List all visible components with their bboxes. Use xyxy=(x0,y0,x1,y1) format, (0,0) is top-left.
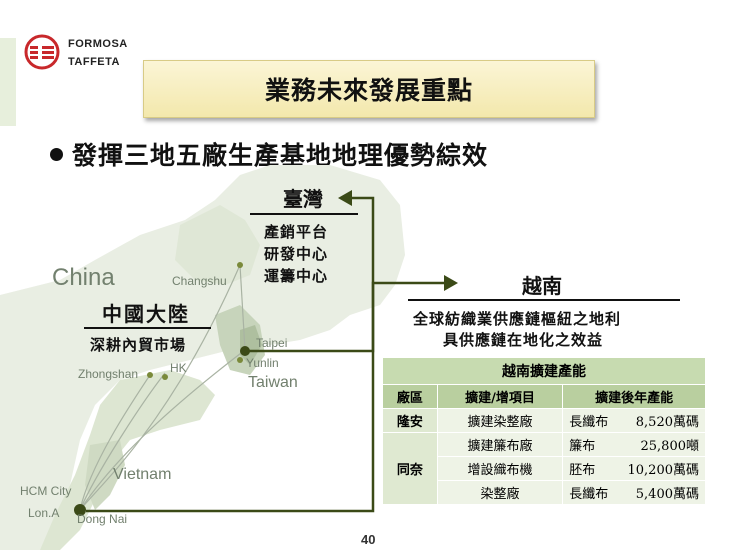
taiwan-item-2: 研發中心 xyxy=(264,245,329,263)
logo-text-line1: FORMOSA xyxy=(68,38,128,50)
vietnam-item-2: 具供應鏈在地化之效益 xyxy=(443,331,604,349)
china-underline xyxy=(84,327,211,329)
table-cell-product: 長纖布 xyxy=(569,487,609,502)
table-header-item: 擴建/增項目 xyxy=(436,384,564,409)
taiwan-item-1: 產銷平台 xyxy=(264,223,329,241)
changshu-dot xyxy=(237,262,243,268)
china-title: 中國大陸 xyxy=(102,302,190,326)
map-label-dongnai: Dong Nai xyxy=(77,512,127,526)
map-label-vietnam: Vietnam xyxy=(113,466,171,483)
capacity-table: 越南擴建產能 廠區 擴建/增項目 擴建後年產能 隆安 擴建染整廠 長纖布 8,5… xyxy=(382,357,706,505)
table-header-site: 廠區 xyxy=(382,384,438,409)
table-cell-product: 胚布 xyxy=(569,463,596,478)
table-cell-product: 簾布 xyxy=(569,439,596,454)
table-cell-site: 隆安 xyxy=(382,408,438,433)
vietnam-item-1: 全球紡織業供應鏈樞紐之地利 xyxy=(413,310,622,328)
table-cell-site: 同奈 xyxy=(382,432,438,505)
map-label-hk: HK xyxy=(170,361,187,375)
taiwan-item-3: 運籌中心 xyxy=(264,267,329,285)
map-label-yunlin: Yunlin xyxy=(246,356,279,370)
table-cell-product: 長纖布 xyxy=(569,415,609,430)
vietnam-dot xyxy=(74,504,86,516)
china-item-1: 深耕內貿市場 xyxy=(90,336,187,354)
table-cell-capacity: 簾布 25,800噸 xyxy=(562,432,706,457)
map-label-taiwan: Taiwan xyxy=(248,374,298,391)
page-number: 40 xyxy=(361,532,376,547)
logo-mark-icon xyxy=(24,34,60,70)
table-cell-amount: 8,520萬碼 xyxy=(635,415,699,430)
table-cell-item: 增設織布機 xyxy=(436,456,564,481)
taiwan-underline xyxy=(250,213,358,215)
table-row: 染整廠 長纖布 5,400萬碼 xyxy=(383,480,706,505)
asia-map: China Changshu Zhongshan HK Taipei Yunli… xyxy=(0,165,405,550)
arrowhead-vietnam-icon xyxy=(444,275,458,291)
table-row: 隆安 擴建染整廠 長纖布 8,520萬碼 xyxy=(382,408,706,433)
table-header-capacity: 擴建後年產能 xyxy=(562,384,706,409)
decorative-side-bar xyxy=(0,38,16,126)
hk-dot xyxy=(162,374,168,380)
map-label-taipei: Taipei xyxy=(256,336,287,350)
map-label-hcm: HCM City xyxy=(20,484,71,498)
table-cell-amount: 5,400萬碼 xyxy=(635,487,699,502)
table-row: 增設織布機 胚布 10,200萬碼 xyxy=(383,456,706,481)
slide-title-box: 業務未來發展重點 xyxy=(143,60,595,118)
vietnam-title: 越南 xyxy=(522,274,562,298)
map-label-lona: Lon.A xyxy=(28,506,59,520)
table-cell-amount: 25,800噸 xyxy=(640,439,700,454)
vietnam-underline xyxy=(408,299,680,301)
logo-text-line2: TAFFETA xyxy=(68,56,120,68)
zhongshan-dot xyxy=(147,372,153,378)
taipei-dot xyxy=(240,346,250,356)
table-cell-capacity: 長纖布 5,400萬碼 xyxy=(562,480,706,505)
table-cell-item: 染整廠 xyxy=(436,480,564,505)
slide-title: 業務未來發展重點 xyxy=(264,76,473,105)
map-label-zhongshan: Zhongshan xyxy=(78,367,138,381)
table-header-row: 廠區 擴建/增項目 擴建後年產能 xyxy=(382,384,706,409)
bullet-icon xyxy=(50,148,63,161)
table-cell-item: 擴建簾布廠 xyxy=(436,432,564,457)
company-logo: FORMOSA TAFFETA xyxy=(24,34,127,72)
map-label-changshu: Changshu xyxy=(172,274,227,288)
table-cell-capacity: 長纖布 8,520萬碼 xyxy=(562,408,706,433)
taiwan-title: 臺灣 xyxy=(283,187,323,211)
map-label-china: China xyxy=(52,264,115,291)
table-cell-capacity: 胚布 10,200萬碼 xyxy=(562,456,706,481)
table-row: 同奈 擴建簾布廠 簾布 25,800噸 xyxy=(382,432,706,505)
table-caption: 越南擴建產能 xyxy=(382,357,706,385)
table-cell-amount: 10,200萬碼 xyxy=(627,463,700,478)
table-cell-item: 擴建染整廠 xyxy=(436,408,564,433)
yunlin-dot xyxy=(237,357,243,363)
